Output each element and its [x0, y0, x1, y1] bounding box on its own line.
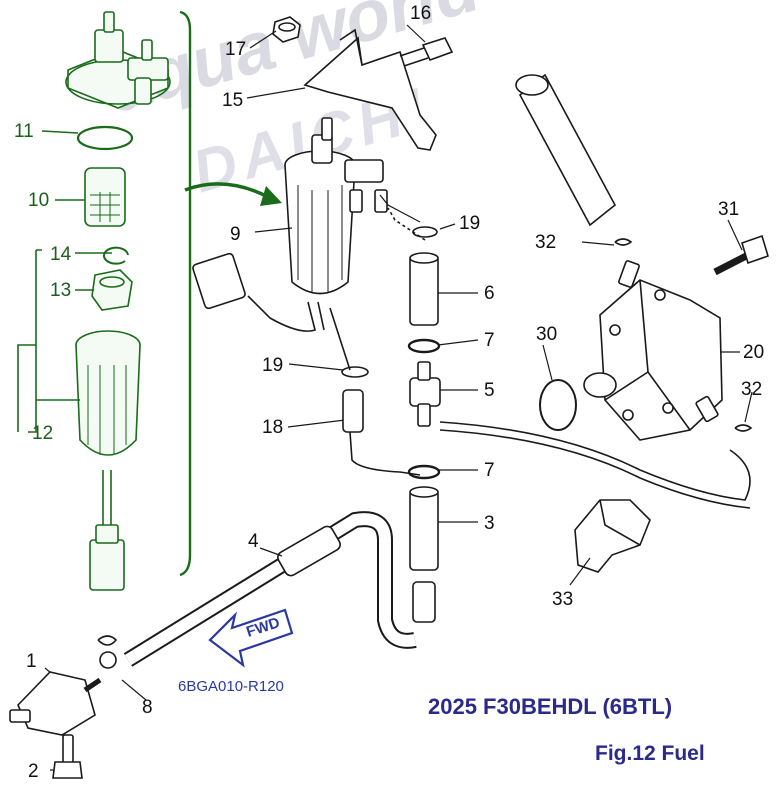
callout-13: 13	[50, 280, 72, 301]
callout-30: 30	[536, 324, 558, 345]
filter-element-10	[84, 167, 126, 227]
callout-11: 11	[14, 121, 34, 142]
fuel-pump-group	[515, 73, 769, 573]
callout-16: 16	[410, 3, 432, 24]
callout-14: 14	[50, 244, 72, 265]
return-line	[439, 421, 751, 501]
hose-3-lower	[412, 581, 436, 623]
callout-7-bottom: 7	[484, 460, 495, 481]
filter-bowl-12	[75, 344, 141, 456]
figure-title: Fig.12 Fuel	[595, 742, 705, 765]
callout-2: 2	[28, 761, 39, 782]
assembly-bracket	[179, 10, 192, 577]
callout-31: 31	[718, 199, 740, 220]
reference-code: 6BGA010-R120	[178, 678, 284, 695]
hose-18-line	[349, 431, 421, 476]
top-fitting-b	[127, 57, 169, 81]
callout-15: 15	[222, 90, 244, 111]
tube-to-19	[329, 307, 351, 371]
primer-group	[9, 635, 118, 779]
fwd-arrow	[208, 608, 294, 668]
pump-inlet	[618, 260, 640, 288]
part-1-body	[17, 671, 96, 736]
bolt-2-shaft	[62, 734, 74, 764]
leaders-right	[542, 219, 753, 586]
bolt-16	[421, 37, 454, 62]
filter-9-outlet	[344, 159, 384, 183]
callout-1: 1	[26, 651, 37, 672]
callout-12: 12	[32, 423, 54, 444]
clip-32-top	[614, 238, 633, 246]
callout-19-lower: 19	[262, 355, 284, 376]
joint-5	[409, 377, 441, 407]
callout-20: 20	[743, 342, 765, 363]
callout-5: 5	[484, 380, 495, 401]
hose-6	[409, 254, 439, 326]
callout-32-top: 32	[535, 232, 557, 253]
callout-4: 4	[248, 531, 259, 552]
clip-14	[103, 246, 129, 265]
callout-7-top: 7	[484, 330, 495, 351]
callout-9: 9	[230, 224, 241, 245]
filter-9-body	[284, 164, 356, 295]
filter-wire	[102, 470, 112, 525]
nut-13	[91, 269, 133, 311]
detail-arrowhead	[260, 186, 282, 206]
callout-8: 8	[142, 697, 153, 718]
hoses-group	[123, 207, 751, 667]
callout-3: 3	[484, 513, 495, 534]
callout-33: 33	[552, 589, 574, 610]
bolt-2-head	[52, 761, 83, 779]
top-fitting-b-nipple	[141, 39, 153, 61]
hose-18	[342, 389, 364, 433]
clip-33	[574, 499, 651, 573]
callout-19-top: 19	[459, 213, 481, 234]
callout-18: 18	[262, 417, 284, 438]
hose-3	[409, 489, 439, 571]
nut-17	[272, 16, 301, 43]
cable-guide	[518, 73, 617, 227]
pump-port	[583, 372, 617, 398]
filter-assembly-detail	[17, 10, 192, 591]
clip-19-lower	[341, 366, 369, 378]
filter-9-wire	[247, 295, 316, 332]
callout-10: 10	[28, 190, 50, 211]
callout-17: 17	[225, 39, 247, 60]
top-fitting-c	[134, 77, 152, 105]
leaders-center	[246, 24, 456, 428]
hose-4-sleeve	[277, 525, 341, 577]
filter-connector	[89, 539, 125, 591]
top-fitting-a	[94, 29, 124, 63]
clip-8	[97, 635, 118, 646]
o-ring-30	[539, 379, 577, 431]
detail-arrow	[184, 182, 269, 199]
clamp-7-top	[407, 338, 441, 354]
leader-12-bracket	[17, 249, 80, 433]
o-ring-11	[76, 125, 134, 151]
filter-9-connector	[192, 252, 246, 310]
fuel-pump-20	[599, 279, 723, 441]
callout-32-right: 32	[741, 379, 763, 400]
clip-19-top	[412, 226, 438, 238]
leader-11	[41, 130, 79, 134]
model-title: 2025 F30BEHDL (6BTL)	[428, 694, 673, 719]
top-fitting-a-nipple	[103, 11, 115, 33]
clamp-7-bottom	[407, 464, 441, 480]
pump-outlet	[695, 395, 719, 423]
callout-6: 6	[484, 283, 495, 304]
main-filter-group	[192, 16, 454, 371]
clip-32-right	[734, 424, 753, 432]
